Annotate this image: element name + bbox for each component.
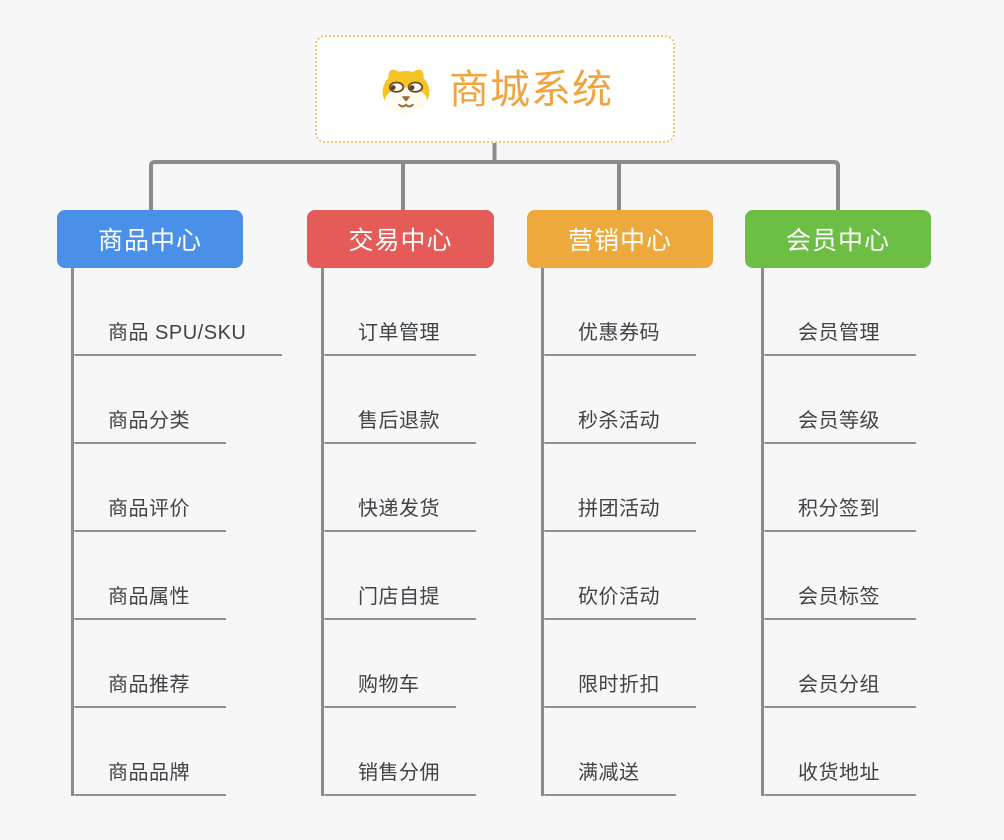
branch-marketing-items: 优惠券码 秒杀活动 拼团活动 砍价活动 限时折扣 满减送 bbox=[541, 268, 696, 796]
branch-label: 交易中心 bbox=[348, 227, 453, 255]
mindmap-item-label: 购物车 bbox=[358, 674, 420, 696]
mindmap-item-label: 商品分类 bbox=[108, 410, 190, 432]
mindmap-item[interactable]: 购物车 bbox=[324, 620, 456, 708]
branch-label: 会员中心 bbox=[785, 227, 890, 255]
mindmap-item-label: 快递发货 bbox=[358, 498, 440, 520]
mindmap-item[interactable]: 优惠券码 bbox=[544, 268, 696, 356]
mindmap-item-label: 售后退款 bbox=[358, 410, 440, 432]
mindmap-item[interactable]: 商品 SPU/SKU bbox=[74, 268, 283, 356]
mindmap-item-label: 商品推荐 bbox=[108, 674, 190, 696]
mindmap-item[interactable]: 商品属性 bbox=[74, 532, 226, 620]
branch-trade-center[interactable]: 交易中心 bbox=[307, 210, 494, 268]
mindmap-item[interactable]: 限时折扣 bbox=[544, 620, 696, 708]
mindmap-item-label: 会员分组 bbox=[798, 674, 880, 696]
mindmap-item[interactable]: 砍价活动 bbox=[544, 532, 696, 620]
branch-trade-items: 订单管理 售后退款 快递发货 门店自提 购物车 销售分佣 bbox=[321, 268, 476, 796]
root-node[interactable]: 商城系统 bbox=[315, 35, 675, 143]
mindmap-item[interactable]: 收货地址 bbox=[764, 708, 916, 796]
mindmap-item[interactable]: 快递发货 bbox=[324, 444, 476, 532]
mindmap-item[interactable]: 商品品牌 bbox=[74, 708, 226, 796]
branch-label: 营销中心 bbox=[567, 227, 672, 255]
mindmap-item-label: 销售分佣 bbox=[358, 762, 440, 784]
mindmap-item[interactable]: 门店自提 bbox=[324, 532, 476, 620]
mindmap-item-label: 商品品牌 bbox=[108, 762, 190, 784]
mindmap-item-label: 会员标签 bbox=[798, 586, 880, 608]
mindmap-item[interactable]: 订单管理 bbox=[324, 268, 476, 356]
mindmap-item[interactable]: 会员分组 bbox=[764, 620, 916, 708]
mindmap-item[interactable]: 销售分佣 bbox=[324, 708, 476, 796]
mindmap-item[interactable]: 积分签到 bbox=[764, 444, 916, 532]
mindmap-item[interactable]: 满减送 bbox=[544, 708, 676, 796]
mindmap-item[interactable]: 会员标签 bbox=[764, 532, 916, 620]
mindmap-item-label: 限时折扣 bbox=[578, 674, 660, 696]
mindmap-item-label: 砍价活动 bbox=[578, 586, 660, 608]
mindmap-item-label: 门店自提 bbox=[358, 586, 440, 608]
branch-product-items: 商品 SPU/SKU 商品分类 商品评价 商品属性 商品推荐 商品品牌 bbox=[71, 268, 283, 796]
branch-product-center[interactable]: 商品中心 bbox=[57, 210, 243, 268]
root-node-label: 商城系统 bbox=[449, 68, 613, 112]
mindmap-item[interactable]: 商品推荐 bbox=[74, 620, 226, 708]
mindmap-item[interactable]: 售后退款 bbox=[324, 356, 476, 444]
mindmap-item-label: 商品评价 bbox=[108, 498, 190, 520]
branch-label: 商品中心 bbox=[97, 227, 202, 255]
mindmap-item-label: 积分签到 bbox=[798, 498, 880, 520]
branch-marketing-center[interactable]: 营销中心 bbox=[527, 210, 713, 268]
mindmap-item[interactable]: 会员管理 bbox=[764, 268, 916, 356]
mindmap-item-label: 拼团活动 bbox=[578, 498, 660, 520]
mindmap-item-label: 收货地址 bbox=[798, 762, 880, 784]
dog-face-icon bbox=[382, 69, 430, 114]
mindmap-item[interactable]: 商品评价 bbox=[74, 444, 226, 532]
mindmap-item[interactable]: 商品分类 bbox=[74, 356, 226, 444]
mindmap-item-label: 会员等级 bbox=[798, 410, 880, 432]
mindmap-item[interactable]: 拼团活动 bbox=[544, 444, 696, 532]
mindmap-item-label: 会员管理 bbox=[798, 322, 880, 344]
branch-member-center[interactable]: 会员中心 bbox=[745, 210, 931, 268]
branch-member-items: 会员管理 会员等级 积分签到 会员标签 会员分组 收货地址 bbox=[761, 268, 916, 796]
mindmap-item[interactable]: 会员等级 bbox=[764, 356, 916, 444]
mindmap-item-label: 商品 SPU/SKU bbox=[108, 322, 247, 344]
mindmap-item[interactable]: 秒杀活动 bbox=[544, 356, 696, 444]
mindmap-item-label: 优惠券码 bbox=[578, 322, 660, 344]
mindmap-item-label: 商品属性 bbox=[108, 586, 190, 608]
mindmap-item-label: 满减送 bbox=[578, 762, 640, 784]
mindmap-item-label: 秒杀活动 bbox=[578, 410, 660, 432]
mindmap-item-label: 订单管理 bbox=[358, 322, 440, 344]
